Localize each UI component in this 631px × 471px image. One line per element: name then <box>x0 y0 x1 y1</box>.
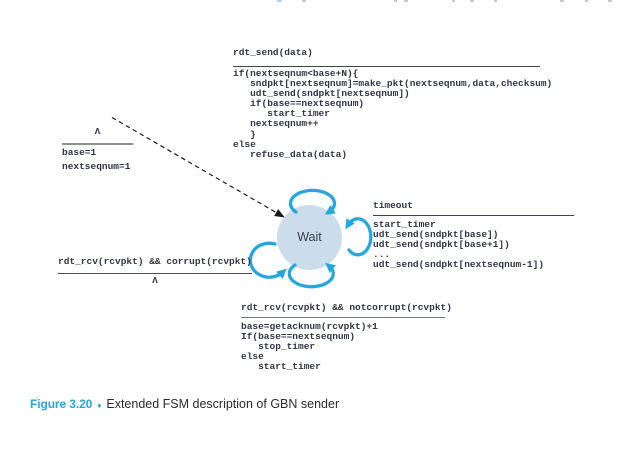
self-loop-top <box>288 188 337 215</box>
page-crop-artifact <box>452 0 455 2</box>
init-transition-actions: base=1 nextseqnum=1 <box>62 147 131 172</box>
transition-rule <box>62 142 133 145</box>
page-crop-artifact <box>560 0 564 2</box>
timeout-transition-actions: start_timer udt_send(sndpkt[base]) udt_s… <box>373 218 545 270</box>
init-transition-event: Λ <box>94 126 101 137</box>
figure-caption-text: Extended FSM description of GBN sender <box>106 397 340 411</box>
send-transition-actions: if(nextseqnum<base+N){ sndpkt[nextseqnum… <box>233 68 553 160</box>
page-crop-artifact <box>470 0 474 2</box>
page-crop-artifact <box>302 0 306 2</box>
corrupt-transition-event: rdt_rcv(rcvpkt) && corrupt(rcvpkt) <box>58 256 252 267</box>
self-loop-left <box>248 241 287 279</box>
self-loop-right <box>345 217 373 257</box>
wait-state-circle <box>277 205 342 270</box>
transition-rule <box>58 272 252 275</box>
page-crop-artifact <box>608 0 612 2</box>
wait-state-label: Wait <box>297 230 322 244</box>
page-crop-artifact <box>404 0 408 2</box>
self-loop-bottom <box>287 262 336 289</box>
ack-transition-event: rdt_rcv(rcvpkt) && notcorrupt(rcvpkt) <box>241 302 452 313</box>
transition-rule <box>233 65 540 67</box>
corrupt-transition-actions: Λ <box>152 275 158 286</box>
figure-caption-label: Figure 3.20 <box>30 397 93 411</box>
page-crop-artifact <box>585 0 588 2</box>
diamond-icon: ♦ <box>97 401 102 410</box>
figure-caption: Figure 3.20 ♦ Extended FSM description o… <box>30 397 339 411</box>
transition-rule <box>373 214 574 216</box>
transition-rule <box>241 316 445 319</box>
page-crop-artifact <box>394 0 397 2</box>
page-crop-artifact <box>494 0 497 2</box>
timeout-transition-event: timeout <box>373 200 413 211</box>
send-transition-event: rdt_send(data) <box>233 47 313 58</box>
page-crop-artifact <box>277 0 282 2</box>
ack-transition-actions: base=getacknum(rcvpkt)+1 If(base==nextse… <box>241 320 378 372</box>
